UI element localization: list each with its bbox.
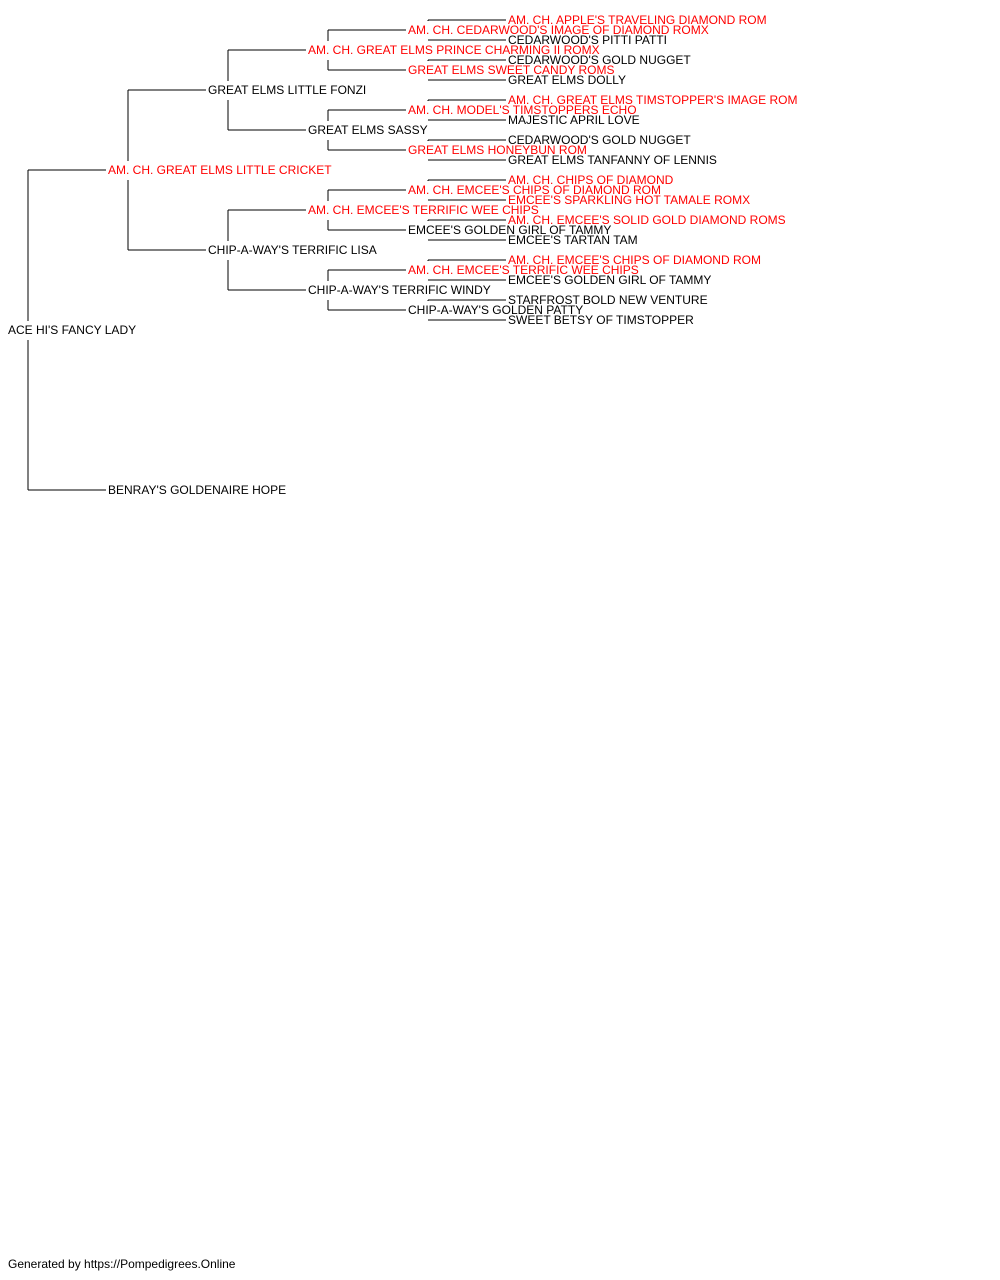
champion-dog-name: AM. CH. MODEL'S TIMSTOPPERS ECHO [408,103,637,117]
dog-name: STARFROST BOLD NEW VENTURE [508,293,708,307]
champion-dog-name: AM. CH. CHIPS OF DIAMOND [508,173,674,187]
champion-dog-name: AM. CH. EMCEE'S CHIPS OF DIAMOND ROM [408,183,661,197]
champion-dog-name: AM. CH. GREAT ELMS TIMSTOPPER'S IMAGE RO… [508,93,797,107]
champion-dog-name: AM. CH. EMCEE'S TERRIFIC WEE CHIPS [408,263,639,277]
dog-name: CEDARWOOD'S GOLD NUGGET [508,133,691,147]
champion-dog-name: AM. CH. EMCEE'S SOLID GOLD DIAMOND ROMS [508,213,786,227]
champion-dog-name: GREAT ELMS SWEET CANDY ROMS [408,63,614,77]
champion-dog-name: AM. CH. GREAT ELMS PRINCE CHARMING II RO… [308,43,600,57]
champion-dog-name: AM. CH. CEDARWOOD'S IMAGE OF DIAMOND ROM… [408,23,709,37]
dog-name: EMCEE'S GOLDEN GIRL OF TAMMY [508,273,711,287]
dog-name: EMCEE'S GOLDEN GIRL OF TAMMY [408,223,611,237]
dog-name: MAJESTIC APRIL LOVE [508,113,640,127]
dog-name: CEDARWOOD'S PITTI PATTI [508,33,667,47]
dog-name: CHIP-A-WAY'S TERRIFIC WINDY [308,283,491,297]
dog-name: GREAT ELMS SASSY [308,123,428,137]
dog-name: BENRAY'S GOLDENAIRE HOPE [108,483,286,497]
champion-dog-name: AM. CH. GREAT ELMS LITTLE CRICKET [108,163,332,177]
dog-name: ACE HI'S FANCY LADY [8,323,136,337]
dog-name: CHIP-A-WAY'S TERRIFIC LISA [208,243,377,257]
champion-dog-name: EMCEE'S SPARKLING HOT TAMALE ROMX [508,193,750,207]
champion-dog-name: AM. CH. APPLE'S TRAVELING DIAMOND ROM [508,13,767,27]
footer-credit: Generated by https://Pompedigrees.Online [8,1257,236,1271]
champion-dog-name: AM. CH. EMCEE'S CHIPS OF DIAMOND ROM [508,253,761,267]
champion-dog-name: GREAT ELMS HONEYBUN ROM [408,143,587,157]
dog-name: GREAT ELMS TANFANNY OF LENNIS [508,153,717,167]
dog-name: CHIP-A-WAY'S GOLDEN PATTY [408,303,583,317]
dog-name: GREAT ELMS DOLLY [508,73,626,87]
dog-name: CEDARWOOD'S GOLD NUGGET [508,53,691,67]
dog-name: SWEET BETSY OF TIMSTOPPER [508,313,694,327]
dog-name: GREAT ELMS LITTLE FONZI [208,83,366,97]
champion-dog-name: AM. CH. EMCEE'S TERRIFIC WEE CHIPS [308,203,539,217]
dog-name: EMCEE'S TARTAN TAM [508,233,638,247]
